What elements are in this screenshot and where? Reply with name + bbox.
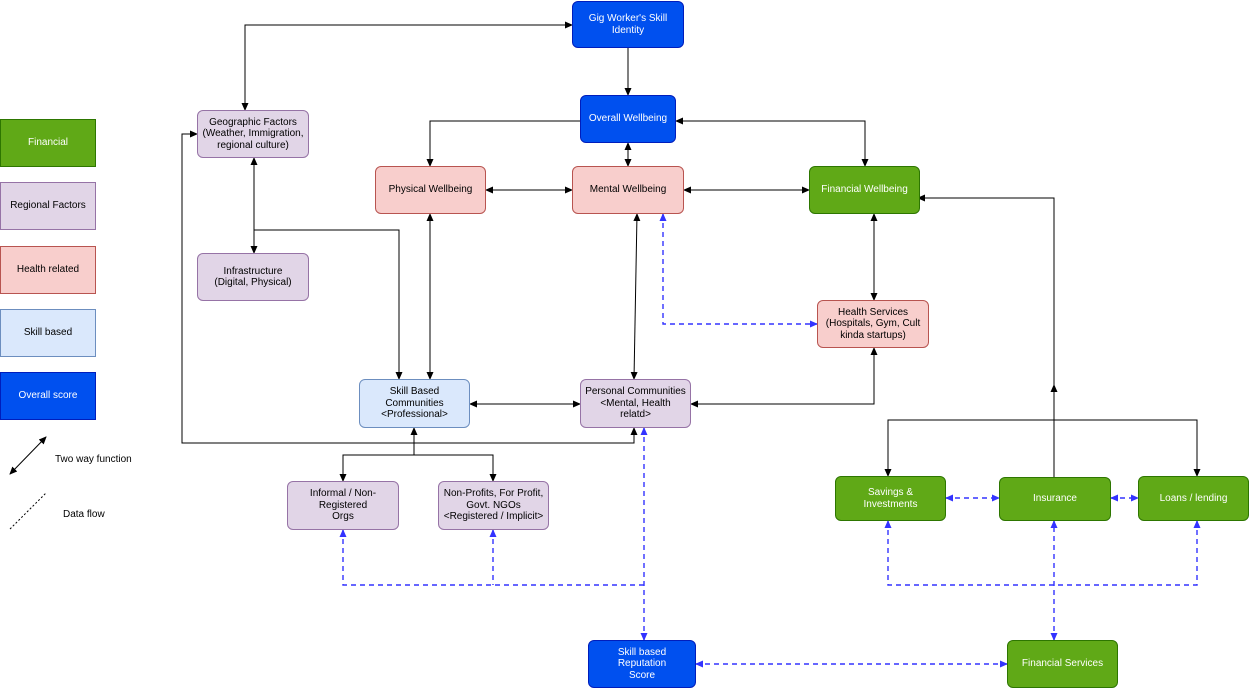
- node-financial-services[interactable]: Financial Services: [1007, 640, 1118, 688]
- legend-two-way-glyph: [9, 436, 47, 475]
- node-insurance[interactable]: Insurance: [999, 477, 1111, 521]
- node-mental-wellbeing[interactable]: Mental Wellbeing: [572, 166, 684, 214]
- node-informal-orgs[interactable]: Informal / Non-Registered Orgs: [287, 481, 399, 530]
- edge-overall-physical: [426, 120, 580, 167]
- node-gig-identity[interactable]: Gig Worker's Skill Identity: [572, 1, 684, 48]
- legend-data-flow-label: Data flow: [63, 509, 105, 520]
- legend-financial: Financial: [0, 119, 96, 167]
- node-health-services[interactable]: Health Services (Hospitals, Gym, Cult ki…: [817, 300, 929, 348]
- edge-overall-financial: [675, 117, 869, 167]
- legend-skill: Skill based: [0, 309, 96, 357]
- node-overall-wellbeing[interactable]: Overall Wellbeing: [580, 95, 676, 143]
- flow-mental-health: [659, 213, 818, 328]
- node-loans-lending[interactable]: Loans / lending: [1138, 476, 1249, 521]
- legend-two-way-label: Two way function: [55, 454, 132, 465]
- edge-bracket-savings: [884, 419, 1054, 477]
- legend-overall: Overall score: [0, 372, 96, 420]
- node-geographic-factors[interactable]: Geographic Factors (Weather, Immigration…: [197, 110, 309, 158]
- node-savings-investments[interactable]: Savings & Investments: [835, 476, 946, 521]
- flow-informal-reputation: [339, 529, 644, 586]
- legend-data-flow-glyph: [9, 492, 47, 530]
- legend-regional: Regional Factors: [0, 182, 96, 230]
- edge-health-personal: [690, 347, 878, 408]
- node-nonprofits[interactable]: Non-Profits, For Profit, Govt. NGOs <Reg…: [438, 481, 549, 530]
- flow-savings-bus: [884, 520, 1201, 586]
- node-personal-communities[interactable]: Personal Communities <Mental, Health rel…: [580, 379, 691, 428]
- edge-identity-geographic: [241, 21, 573, 111]
- edge-skill-nonprofits: [414, 454, 497, 482]
- edge-insurance-financial: [917, 194, 1055, 420]
- legend-health: Health related: [0, 246, 96, 294]
- node-financial-wellbeing[interactable]: Financial Wellbeing: [809, 166, 920, 214]
- node-reputation-score[interactable]: Skill based Reputation Score: [588, 640, 696, 688]
- node-skill-communities[interactable]: Skill Based Communities <Professional>: [359, 379, 470, 428]
- edge-personal-geographic: [181, 130, 638, 444]
- edge-skill-orgs: [339, 427, 418, 482]
- edge-bracket-loans: [1054, 419, 1201, 477]
- node-infrastructure[interactable]: Infrastructure (Digital, Physical): [197, 253, 309, 301]
- edge-mental-personal: [630, 213, 641, 380]
- node-physical-wellbeing[interactable]: Physical Wellbeing: [375, 166, 486, 214]
